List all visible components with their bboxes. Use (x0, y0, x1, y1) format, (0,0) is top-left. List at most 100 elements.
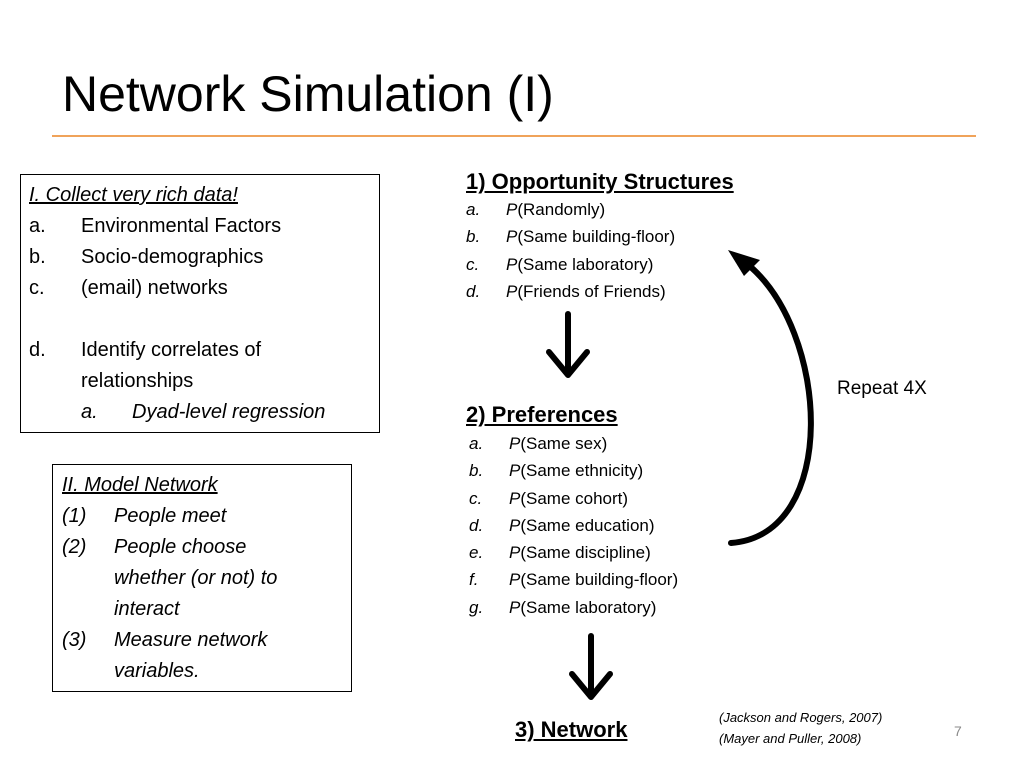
list-item-value: (Same discipline) (520, 543, 651, 563)
list-item: d. P(Same education) (469, 512, 678, 539)
list-item: (3) Measure network variables. (62, 625, 342, 687)
list-item: d. P(Friends of Friends) (466, 278, 675, 305)
probability-symbol: P (506, 227, 518, 247)
list-item-value: (Friends of Friends) (517, 281, 666, 301)
list-item-text: Environmental Factors (81, 215, 282, 237)
list-item: d. Identify correlates of relationships (29, 335, 371, 397)
list-item: c. (email) networks (29, 273, 371, 304)
list-marker: (3) (62, 629, 87, 651)
list-marker: (1) (62, 505, 87, 527)
list-item-value: (Same laboratory) (520, 597, 657, 617)
list-item: e. P(Same discipline) (469, 539, 678, 566)
network-heading: 3) Network (515, 717, 628, 742)
list-item: b. P(Same building-floor) (466, 223, 675, 250)
preferences-heading: 2) Preferences (466, 402, 618, 427)
list-marker: b. (469, 461, 484, 481)
citations: (Jackson and Rogers, 2007) (Mayer and Pu… (719, 707, 882, 749)
list-item-value: (Same laboratory) (517, 254, 654, 274)
slide-title: Network Simulation (I) (62, 66, 554, 122)
list-item-text: P(Same laboratory) (509, 594, 656, 621)
list-marker: e. (469, 543, 484, 563)
list-item-text: P(Same building-floor) (509, 566, 678, 593)
list-item-text: Identify correlates of relationships (81, 335, 261, 397)
list-item-value: (Same sex) (520, 434, 608, 453)
title-underline-rule (52, 135, 976, 137)
probability-symbol: P (506, 254, 518, 274)
list-marker: c. (469, 488, 483, 508)
probability-symbol: P (506, 281, 518, 301)
list-item-text: P(Friends of Friends) (506, 278, 666, 305)
list-item-text: People meet (114, 505, 227, 527)
list-item: (2) People choose whether (or not) to in… (62, 532, 342, 625)
list-item-text: (email) networks (81, 277, 228, 299)
list-item-line: Measure network (114, 629, 268, 651)
list-item: b. P(Same ethnicity) (469, 457, 678, 484)
collect-data-heading: I. Collect very rich data! (29, 184, 238, 206)
list-item-value: (Same building-floor) (517, 227, 676, 247)
list-marker: a. (469, 434, 484, 453)
list-item: c. P(Same laboratory) (466, 251, 675, 278)
list-item: a. Environmental Factors (29, 211, 371, 242)
list-marker: a. (81, 401, 98, 423)
list-marker: b. (29, 246, 46, 268)
list-item-text: P(Randomly) (506, 196, 605, 223)
list-item: a. P(Same sex) (469, 430, 678, 457)
list-marker: c. (466, 254, 480, 274)
list-marker: d. (29, 339, 46, 361)
repeat-label: Repeat 4X (837, 378, 927, 399)
list-marker: f. (469, 570, 479, 590)
curved-return-arrow-icon (728, 250, 814, 546)
list-item: g. P(Same laboratory) (469, 594, 678, 621)
opportunity-structures-heading: 1) Opportunity Structures (466, 169, 734, 194)
list-item-value: (Same education) (520, 515, 655, 535)
list-marker: g. (469, 597, 484, 617)
down-arrow-icon (546, 311, 590, 378)
list-item-line: relationships (81, 370, 194, 392)
list-marker: a. (466, 200, 481, 219)
list-item-value: (Same ethnicity) (520, 461, 644, 481)
list-marker: d. (466, 281, 481, 301)
list-item-text: P(Same ethnicity) (509, 457, 643, 484)
probability-symbol: P (509, 461, 521, 481)
list-marker: b. (466, 227, 481, 247)
list-item: c. P(Same cohort) (469, 485, 678, 512)
probability-symbol: P (509, 515, 521, 535)
list-marker: a. (29, 215, 46, 237)
list-item-text: Measure network variables. (114, 625, 267, 687)
citation: (Mayer and Puller, 2008) (719, 731, 862, 746)
model-network-heading: II. Model Network (62, 474, 218, 496)
probability-symbol: P (509, 597, 521, 617)
list-item-text: P(Same cohort) (509, 485, 628, 512)
probability-symbol: P (506, 200, 518, 219)
collect-data-box: I. Collect very rich data! a. Environmen… (20, 174, 380, 433)
list-item-line: People choose (114, 536, 247, 558)
list-item: a. P(Randomly) (466, 196, 675, 223)
list-item-line: Identify correlates of (81, 339, 262, 361)
list-item-text: P(Same discipline) (509, 539, 651, 566)
list-item-text: P(Same education) (509, 512, 655, 539)
page-number: 7 (954, 723, 962, 739)
list-item-text: P(Same laboratory) (506, 251, 653, 278)
list-marker: c. (29, 277, 45, 299)
probability-symbol: P (509, 488, 521, 508)
opportunity-structures-list: a.P(Randomly) b.P(Same building-floor) c… (466, 196, 675, 305)
list-marker: d. (469, 515, 484, 535)
list-item-value: (Randomly) (517, 200, 606, 219)
list-item-text: Dyad-level regression (132, 401, 326, 423)
list-item-line: whether (or not) to (114, 567, 278, 589)
list-item: b. Socio-demographics (29, 242, 371, 273)
list-item-line: interact (114, 598, 180, 620)
model-network-box: II. Model Network (1) People meet (2) Pe… (52, 464, 352, 692)
preferences-list: a.P(Same sex) b.P(Same ethnicity) c.P(Sa… (469, 430, 678, 621)
down-arrow-icon (569, 633, 613, 700)
list-item-line: variables. (114, 660, 200, 682)
list-item-text: People choose whether (or not) to intera… (114, 532, 277, 625)
list-item-text: Socio-demographics (81, 246, 264, 268)
list-item-value: (Same cohort) (520, 488, 629, 508)
probability-symbol: P (509, 434, 521, 453)
list-item-value: (Same building-floor) (520, 570, 679, 590)
list-item: (1) People meet (62, 501, 342, 532)
sub-list-item: a. Dyad-level regression (29, 397, 371, 428)
probability-symbol: P (509, 570, 521, 590)
